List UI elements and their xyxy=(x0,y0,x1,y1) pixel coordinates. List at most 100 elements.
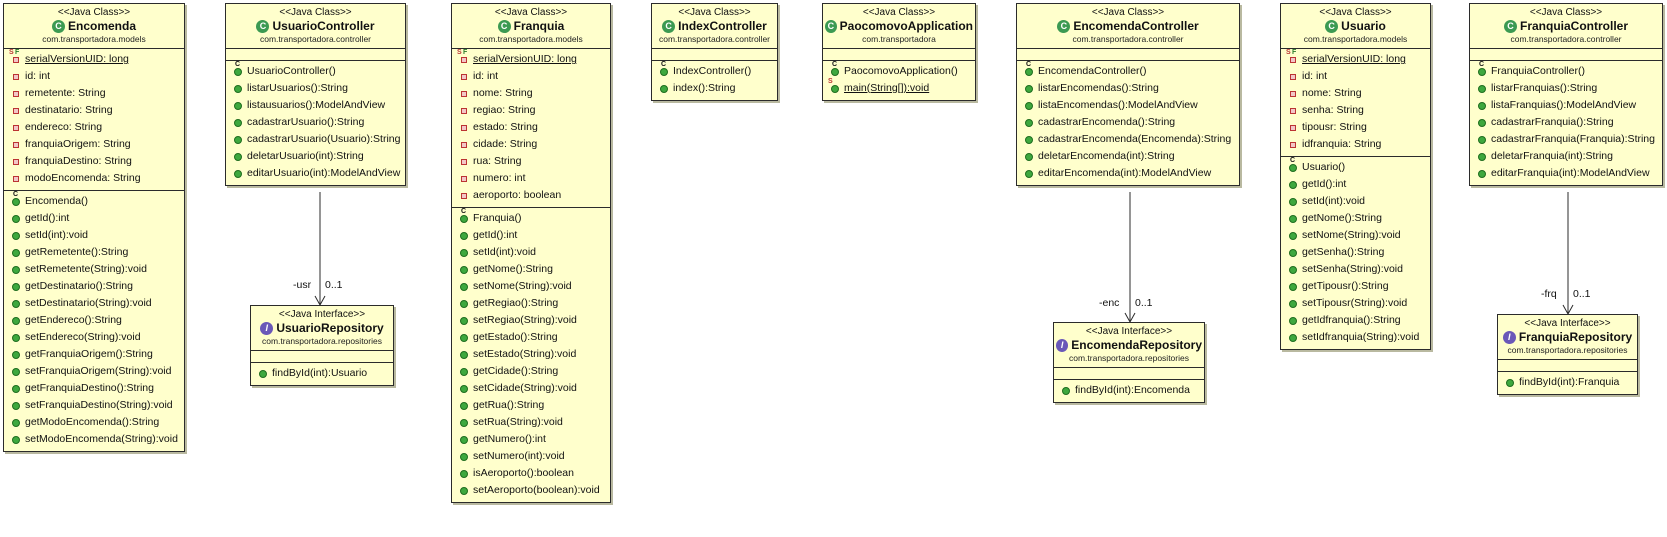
method-row[interactable]: getTipousr():String xyxy=(1281,278,1430,295)
method-row[interactable]: getSenha():String xyxy=(1281,244,1430,261)
field-row[interactable]: nome: String xyxy=(1281,85,1430,102)
field-row[interactable]: franquiaDestino: String xyxy=(4,153,184,170)
method-row[interactable]: setModoEncomenda(String):void xyxy=(4,431,184,448)
method-row[interactable]: cadastrarEncomenda(Encomenda):String xyxy=(1017,131,1239,148)
field-row[interactable]: endereco: String xyxy=(4,119,184,136)
method-row[interactable]: getId():int xyxy=(4,210,184,227)
field-row[interactable]: franquiaOrigem: String xyxy=(4,136,184,153)
method-row[interactable]: findById(int):Encomenda xyxy=(1054,382,1204,399)
field-row[interactable]: destinatario: String xyxy=(4,102,184,119)
method-row[interactable]: cadastrarUsuario():String xyxy=(226,114,405,131)
field-row[interactable]: tipousr: String xyxy=(1281,119,1430,136)
method-row[interactable]: listaFranquias():ModelAndView xyxy=(1470,97,1662,114)
field-row[interactable]: senha: String xyxy=(1281,102,1430,119)
method-row[interactable]: deletarUsuario(int):String xyxy=(226,148,405,165)
method-row[interactable]: setEstado(String):void xyxy=(452,346,610,363)
method-row[interactable]: setTipousr(String):void xyxy=(1281,295,1430,312)
method-row[interactable]: setCidade(String):void xyxy=(452,380,610,397)
method-row[interactable]: setFranquiaOrigem(String):void xyxy=(4,363,184,380)
method-row[interactable]: editarFranquia(int):ModelAndView xyxy=(1470,165,1662,182)
method-row[interactable]: editarUsuario(int):ModelAndView xyxy=(226,165,405,182)
field-row[interactable]: remetente: String xyxy=(4,85,184,102)
method-row[interactable]: isAeroporto():boolean xyxy=(452,465,610,482)
method-row[interactable]: setIdfranquia(String):void xyxy=(1281,329,1430,346)
method-row[interactable]: index():String xyxy=(652,80,777,97)
method-row[interactable]: setNome(String):void xyxy=(452,278,610,295)
method-row[interactable]: setNome(String):void xyxy=(1281,227,1430,244)
field-row[interactable]: idfranquia: String xyxy=(1281,136,1430,153)
method-row[interactable]: getId():int xyxy=(1281,176,1430,193)
method-row[interactable]: listausuarios():ModelAndView xyxy=(226,97,405,114)
method-row[interactable]: listarFranquias():String xyxy=(1470,80,1662,97)
field-row[interactable]: numero: int xyxy=(452,170,610,187)
method-row[interactable]: setRemetente(String):void xyxy=(4,261,184,278)
method-row[interactable]: setAeroporto(boolean):void xyxy=(452,482,610,499)
method-row[interactable]: getNome():String xyxy=(452,261,610,278)
method-row[interactable]: getDestinatario():String xyxy=(4,278,184,295)
method-row[interactable]: getEstado():String xyxy=(452,329,610,346)
method-row[interactable]: deletarFranquia(int):String xyxy=(1470,148,1662,165)
method-row[interactable]: getRua():String xyxy=(452,397,610,414)
method-row[interactable]: getNumero():int xyxy=(452,431,610,448)
field-row[interactable]: aeroporto: boolean xyxy=(452,187,610,204)
field-row[interactable]: id: int xyxy=(1281,68,1430,85)
field-row[interactable]: id: int xyxy=(4,68,184,85)
method-row[interactable]: findById(int):Franquia xyxy=(1498,374,1637,391)
field-row[interactable]: modoEncomenda: String xyxy=(4,170,184,187)
method-row[interactable]: setId(int):void xyxy=(1281,193,1430,210)
method-row[interactable]: getRegiao():String xyxy=(452,295,610,312)
method-row[interactable]: setRegiao(String):void xyxy=(452,312,610,329)
method-row[interactable]: getFranquiaOrigem():String xyxy=(4,346,184,363)
method-row[interactable]: cadastrarFranquia():String xyxy=(1470,114,1662,131)
method-row[interactable]: getRemetente():String xyxy=(4,244,184,261)
method-row[interactable]: cadastrarFranquia(Franquia):String xyxy=(1470,131,1662,148)
method-row[interactable]: getIdfranquia():String xyxy=(1281,312,1430,329)
method-row[interactable]: setNumero(int):void xyxy=(452,448,610,465)
method-row[interactable]: listaEncomendas():ModelAndView xyxy=(1017,97,1239,114)
method-row[interactable]: listarUsuarios():String xyxy=(226,80,405,97)
method-row[interactable]: getId():int xyxy=(452,227,610,244)
method-row[interactable]: cadastrarUsuario(Usuario):String xyxy=(226,131,405,148)
method-row[interactable]: setId(int):void xyxy=(452,244,610,261)
method-row[interactable]: deletarEncomenda(int):String xyxy=(1017,148,1239,165)
method-row[interactable]: getEndereco():String xyxy=(4,312,184,329)
method-row[interactable]: setRua(String):void xyxy=(452,414,610,431)
method-row[interactable]: getModoEncomenda():String xyxy=(4,414,184,431)
method-row[interactable]: editarEncomenda(int):ModelAndView xyxy=(1017,165,1239,182)
method-row[interactable]: setEndereco(String):void xyxy=(4,329,184,346)
method-row[interactable]: getNome():String xyxy=(1281,210,1430,227)
method-row[interactable]: getFranquiaDestino():String xyxy=(4,380,184,397)
field-row[interactable]: nome: String xyxy=(452,85,610,102)
field-row[interactable]: regiao: String xyxy=(452,102,610,119)
field-row[interactable]: estado: String xyxy=(452,119,610,136)
field-row[interactable]: cidade: String xyxy=(452,136,610,153)
field-row[interactable]: rua: String xyxy=(452,153,610,170)
method-row[interactable]: getCidade():String xyxy=(452,363,610,380)
method-row[interactable]: listarEncomendas():String xyxy=(1017,80,1239,97)
method-row[interactable]: setSenha(String):void xyxy=(1281,261,1430,278)
method-row[interactable]: findById(int):Usuario xyxy=(251,365,393,382)
